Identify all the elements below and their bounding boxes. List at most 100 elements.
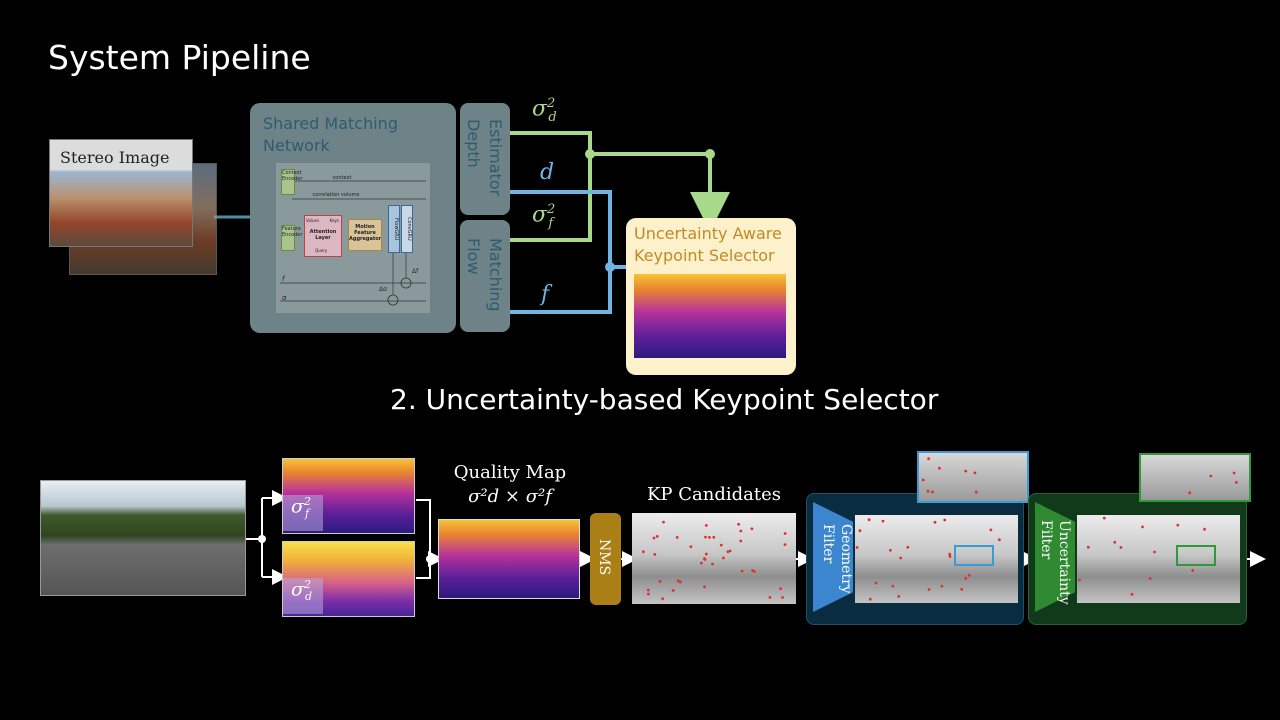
keypoint-dot: [897, 595, 901, 598]
keypoint-dot: [1188, 491, 1192, 495]
keypoint-dot: [948, 555, 952, 558]
depth-d-label: d: [540, 160, 555, 185]
keypoint-dot: [704, 524, 708, 527]
keypoint-dot: [740, 569, 744, 573]
keypoint-dot: [943, 518, 947, 522]
keypoint-dot: [658, 580, 662, 583]
keypoint-dot: [1102, 516, 1106, 520]
keypoint-dot: [726, 550, 730, 554]
sigma-f-map: σ2f: [282, 458, 415, 534]
keypoint-dot: [708, 536, 711, 539]
keypoint-dot: [703, 557, 706, 561]
keypoint-dot: [700, 561, 703, 565]
keypoint-dot: [751, 569, 754, 572]
keypoint-dot: [989, 528, 993, 532]
depth-estimator-box: Depth Estimator: [460, 103, 510, 215]
keypoint-dot: [940, 584, 944, 588]
keypoint-dot: [998, 538, 1001, 542]
keypoint-dot: [703, 585, 706, 589]
keypoint-dot: [938, 466, 941, 470]
keypoint-dot: [1191, 569, 1195, 572]
keypoint-dot: [1209, 474, 1213, 478]
keypoint-dot: [1232, 471, 1236, 475]
quality-map-formula: σ²d × σ²f: [468, 486, 552, 507]
section-subtitle: 2. Uncertainty-based Keypoint Selector: [390, 383, 939, 416]
sigma-f-squared-label: σ2f: [532, 202, 556, 231]
keypoint-dot: [783, 532, 787, 535]
feature-encoder-block: Feature Encoder: [281, 225, 302, 251]
keypoint-dot: [689, 545, 693, 549]
keypoint-dot: [781, 596, 784, 599]
geometry-zoom-inset: [917, 451, 1029, 503]
green-junction-1: [585, 149, 595, 159]
keypoint-dot: [881, 519, 885, 523]
uncertainty-filter-trapezoid: [1035, 502, 1075, 612]
nms-block: NMS: [590, 513, 621, 605]
keypoint-dot: [948, 552, 952, 556]
keypoint-dot: [704, 552, 708, 556]
keypoint-dot: [661, 597, 664, 601]
blue-line: [510, 190, 612, 314]
selector-uncertainty-map: [634, 274, 786, 358]
keypoint-dot: [1086, 545, 1090, 549]
flow-matching-label: Flow: [464, 238, 483, 275]
keypoint-dot: [655, 535, 659, 538]
flow-matching-box: Flow Matching: [460, 220, 510, 332]
geometry-zoom-box: [954, 545, 994, 566]
context-encoder-block: Context Encoder: [281, 169, 302, 195]
input-road-image: [40, 480, 246, 596]
attention-layer-block: Values Keys Attention Layer Query: [304, 215, 342, 257]
keypoint-dot: [1119, 546, 1123, 549]
keypoint-dot: [973, 471, 977, 475]
keypoint-dot: [1153, 550, 1156, 554]
green-junction-2: [705, 149, 715, 159]
nms-label: NMS: [596, 539, 612, 576]
keypoint-dot: [906, 545, 910, 549]
keypoint-dot: [652, 536, 656, 540]
keypoint-dot: [868, 597, 872, 601]
uncertainty-zoom-box: [1176, 545, 1216, 566]
green-sigma-line: [510, 131, 592, 242]
keypoint-dot: [768, 596, 772, 599]
f-small-label: f: [282, 275, 285, 283]
sigma-d-map: σ2d: [282, 541, 415, 617]
uncertainty-filtered-image: [1077, 515, 1240, 603]
stereo-image-label: Stereo Image: [60, 148, 170, 167]
keypoint-dot: [974, 490, 978, 494]
keypoint-dot: [662, 520, 665, 524]
kp-candidates-image: [632, 513, 796, 604]
sigma-d-map-label: σ2d: [283, 578, 323, 614]
keypoint-dot: [926, 489, 930, 493]
keypoint-dot: [1078, 578, 1081, 582]
keypoint-dot: [728, 549, 732, 553]
delta-f-label: Δf: [412, 268, 419, 275]
uncertainty-zoom-inset: [1139, 453, 1251, 502]
keypoint-dot: [750, 527, 754, 531]
keypoint-dot: [964, 469, 968, 473]
quality-map-image: [438, 519, 580, 599]
keypoint-dot: [711, 562, 714, 566]
keypoint-dot: [921, 478, 925, 482]
sigma-f-map-label: σ2f: [283, 495, 323, 531]
quality-map-label: Quality Map: [453, 462, 567, 483]
keypoint-dot: [676, 579, 680, 583]
convgru-block: ConvGRU: [401, 205, 413, 253]
keypoint-dot: [1113, 540, 1117, 544]
keypoint-dot: [858, 529, 862, 533]
geometry-filter-trapezoid: [813, 502, 853, 612]
correlation-volume-label: correlation volume: [312, 192, 360, 198]
flow-f-label: f: [541, 282, 550, 307]
keypoint-dot: [737, 522, 740, 526]
keypoint-dot: [783, 543, 787, 546]
keypoint-dot: [1130, 592, 1134, 596]
keypoint-dot: [1141, 525, 1144, 529]
depth-estimator-label: Depth: [464, 119, 483, 168]
keypoint-dot: [779, 587, 782, 590]
